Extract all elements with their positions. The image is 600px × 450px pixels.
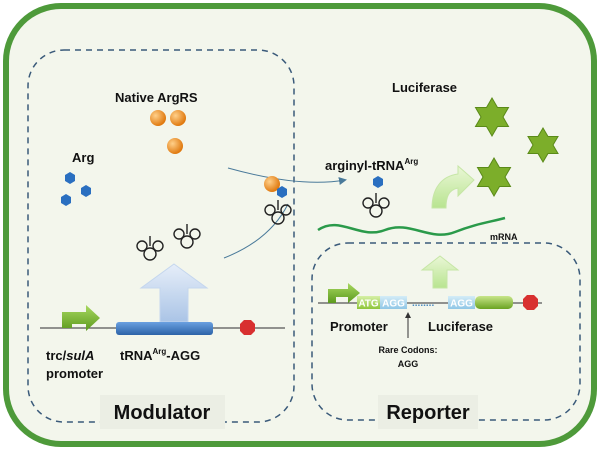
luciferase-star <box>474 97 510 137</box>
luciferase-star <box>527 127 559 163</box>
trc-promoter-arrow <box>62 305 100 331</box>
reporter-luciferase-label: Luciferase <box>428 319 493 334</box>
promoter-label: trc/sulA <box>46 348 94 363</box>
reporter-stop-terminator <box>523 295 538 310</box>
stop-terminator <box>240 320 255 335</box>
reporter-title: Reporter <box>386 402 470 424</box>
mrna-strand <box>317 216 506 236</box>
luciferase-stars <box>474 97 559 197</box>
luciferase-label: Luciferase <box>392 80 457 95</box>
translation-arrow <box>431 164 475 209</box>
arg-molecules <box>61 172 91 206</box>
codon-agg-2: AGG <box>450 299 473 310</box>
arginyl-trna-label: arginyl-tRNAArg <box>325 157 418 173</box>
codon-agg-box-2 <box>448 296 475 309</box>
codon-atg-box <box>357 296 380 309</box>
modulator-title-plate <box>100 395 225 429</box>
arg-hexagon <box>81 185 91 197</box>
rare-codons-value: AGG <box>398 359 419 369</box>
trna-gene <box>116 322 213 335</box>
codon-agg-box <box>380 296 407 309</box>
arg-label: Arg <box>72 150 94 165</box>
mrna-label: mRNA <box>490 232 518 242</box>
luciferase-star <box>476 157 512 197</box>
charging-arrow <box>227 167 347 185</box>
reporter-title-plate <box>378 395 478 429</box>
argrs-molecule <box>150 110 166 126</box>
promoter-label-line2: promoter <box>46 366 103 381</box>
luciferase-gene <box>475 296 513 309</box>
reporter-transcription-arrow <box>420 255 460 289</box>
trna-path-line <box>223 203 289 259</box>
modulator-box <box>27 49 295 423</box>
codon-dots: ........ <box>412 298 434 309</box>
argrs-molecule <box>167 138 183 154</box>
argrs-molecule <box>264 176 280 192</box>
codon-atg: ATG <box>358 299 379 310</box>
arg-hexagon <box>277 186 287 198</box>
arg-hexagon <box>65 172 75 184</box>
codon-agg: AGG <box>382 299 405 310</box>
trna-gene-label: tRNAArg-AGG <box>120 347 200 363</box>
reporter-promoter-arrow <box>328 283 360 303</box>
arg-hexagon <box>373 176 383 188</box>
argrs-molecule <box>170 110 186 126</box>
reporter-promoter-label: Promoter <box>330 319 388 334</box>
arg-hexagon <box>61 194 71 206</box>
native-argrs-label: Native ArgRS <box>115 90 198 105</box>
rare-codons-label: Rare Codons: <box>378 345 437 355</box>
modulator-title: Modulator <box>114 402 211 424</box>
